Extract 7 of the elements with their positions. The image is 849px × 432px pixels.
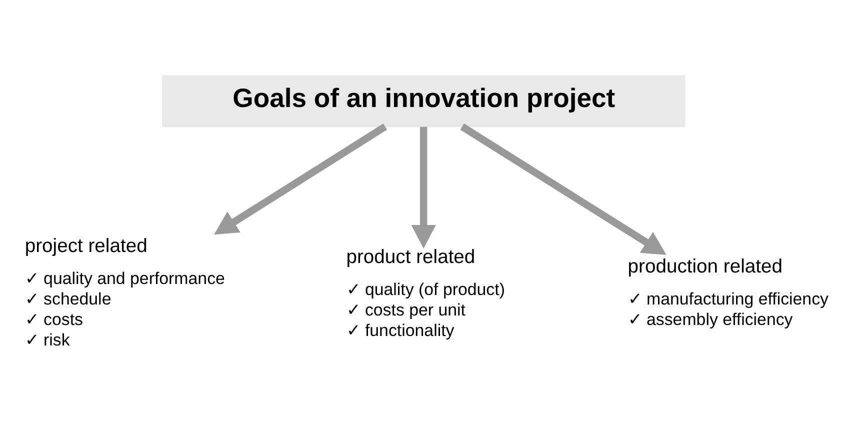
node-text: production related ✓ manufacturing efficiency ✓ assembly efficiency <box>628 256 829 329</box>
arrow <box>460 124 666 255</box>
node-text: project related ✓ quality and performance ✓ schedule ✓ costs ✓ risk <box>24 236 225 350</box>
arrow <box>411 126 436 248</box>
node-text: product related ✓ quality (of product) ✓ costs per unit ✓ functionality <box>346 246 505 340</box>
node-box: Goals of an innovation project <box>162 75 686 128</box>
arrow <box>214 124 388 235</box>
